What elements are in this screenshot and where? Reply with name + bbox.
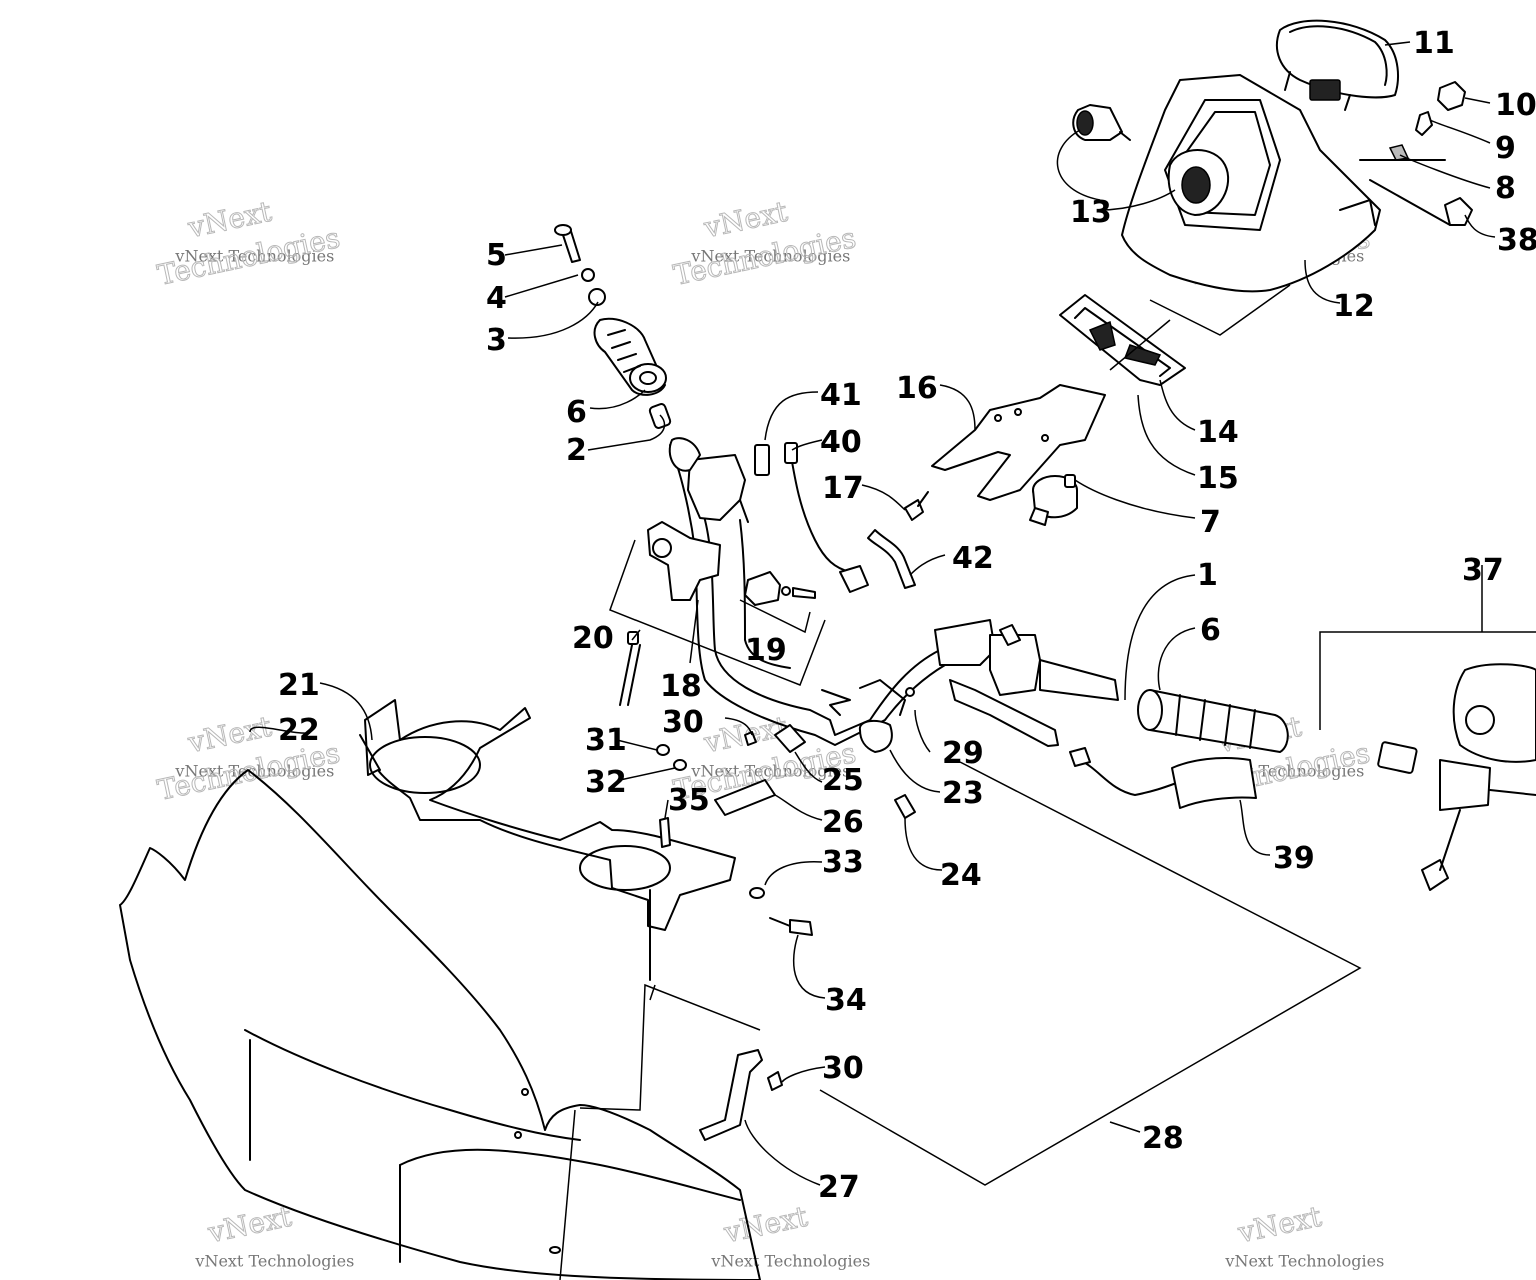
ignition-switch-7 (1029, 474, 1078, 526)
callout-42: 42 (952, 541, 994, 576)
callout-12: 12 (1333, 289, 1375, 324)
callout-41: 41 (820, 378, 862, 413)
leader-mount (559, 1109, 576, 1280)
callout-39: 39 (1273, 841, 1315, 876)
knob-13 (1167, 149, 1230, 216)
callout-18: 18 (660, 669, 702, 704)
callout-27: 27 (818, 1170, 860, 1205)
callout-3: 3 (486, 323, 507, 358)
watermark-2: vNext vNext Technologies Technologies (670, 194, 859, 292)
callout-5: 5 (486, 238, 507, 273)
callout-11: 11 (1413, 26, 1455, 61)
callout-22: 22 (278, 713, 320, 748)
callout-13: 13 (1070, 195, 1112, 230)
callout-40: 40 (820, 425, 862, 460)
fastener-17 (904, 491, 929, 521)
group-bracket-37 (1319, 631, 1536, 730)
brace-27 (699, 1049, 783, 1141)
leader-bezel-14 (1109, 319, 1171, 371)
watermark-9: vNext vNext Technologies (1224, 1199, 1384, 1270)
callout-29: 29 (942, 736, 984, 771)
leader-windshield (579, 983, 761, 1111)
fitting-13 (1072, 104, 1131, 141)
hose-42 (867, 529, 916, 589)
watermark-small: vNext Technologies (194, 1251, 354, 1270)
watermark-small: vNext Technologies (690, 761, 850, 780)
callout-28: 28 (1142, 1121, 1184, 1156)
group-bracket-18 (609, 539, 826, 686)
callout-24: 24 (940, 858, 982, 893)
callout-19: 19 (745, 633, 787, 668)
callout-1: 1 (1197, 558, 1218, 593)
speedometer-11 (1275, 19, 1399, 111)
watermark-top: vNext (1234, 1200, 1325, 1250)
right-controls (858, 619, 1119, 819)
windshield (119, 769, 761, 1280)
callout-9: 9 (1495, 131, 1516, 166)
callout-labels: 1 2 3 4 5 6 6 7 8 9 10 11 12 13 14 15 16… (278, 26, 1536, 1205)
callout-34: 34 (825, 983, 867, 1018)
callout-2: 2 (566, 433, 587, 468)
callout-26: 26 (822, 805, 864, 840)
watermark-top: vNext (204, 1200, 295, 1250)
callout-35: 35 (668, 783, 710, 818)
callout-17: 17 (822, 471, 864, 506)
gauge-bezel-14 (1059, 294, 1186, 386)
callout-8: 8 (1495, 171, 1516, 206)
leader-pod-14 (1149, 284, 1291, 336)
watermark-small: vNext Technologies (690, 246, 850, 265)
leader-lines (249, 41, 1496, 1186)
watermark-small: vNext Technologies (710, 1251, 870, 1270)
windshield-mount (359, 699, 736, 981)
group-bracket-28 (819, 761, 1362, 1186)
mirror-37 (1377, 663, 1536, 891)
callout-30-lower: 30 (822, 1051, 864, 1086)
switch-parts (1359, 81, 1473, 226)
watermark-1: vNext vNext Technologies Technologies (154, 194, 343, 292)
left-grip-assembly (554, 224, 672, 429)
callout-37: 37 (1462, 553, 1504, 588)
gauge-bracket-16 (931, 384, 1106, 501)
callout-14: 14 (1197, 415, 1239, 450)
callout-30: 30 (662, 705, 704, 740)
callout-31: 31 (585, 723, 627, 758)
callout-7: 7 (1200, 505, 1221, 540)
callout-15: 15 (1197, 461, 1239, 496)
group-bracket-19 (739, 599, 811, 634)
left-control-housing (647, 437, 816, 606)
callout-16: 16 (896, 371, 938, 406)
watermark-small: vNext Technologies (174, 761, 334, 780)
callout-4: 4 (486, 281, 507, 316)
right-grip (1137, 689, 1289, 753)
callout-6-right: 6 (1200, 613, 1221, 648)
watermark-top: vNext (720, 1200, 811, 1250)
callout-32: 32 (585, 765, 627, 800)
callout-21: 21 (278, 668, 320, 703)
watermark-small: vNext Technologies (1224, 1251, 1384, 1270)
callout-23: 23 (942, 776, 984, 811)
wire-harness-39 (1069, 747, 1257, 809)
callout-38: 38 (1497, 223, 1536, 258)
wire-switch-40 (754, 442, 869, 593)
small-hardware (656, 724, 813, 936)
callout-25: 25 (822, 763, 864, 798)
watermark-small: vNext Technologies (174, 246, 334, 265)
callout-6: 6 (566, 395, 587, 430)
callout-20: 20 (572, 621, 614, 656)
cable-20 (619, 631, 641, 706)
callout-10: 10 (1495, 88, 1536, 123)
callout-33: 33 (822, 845, 864, 880)
